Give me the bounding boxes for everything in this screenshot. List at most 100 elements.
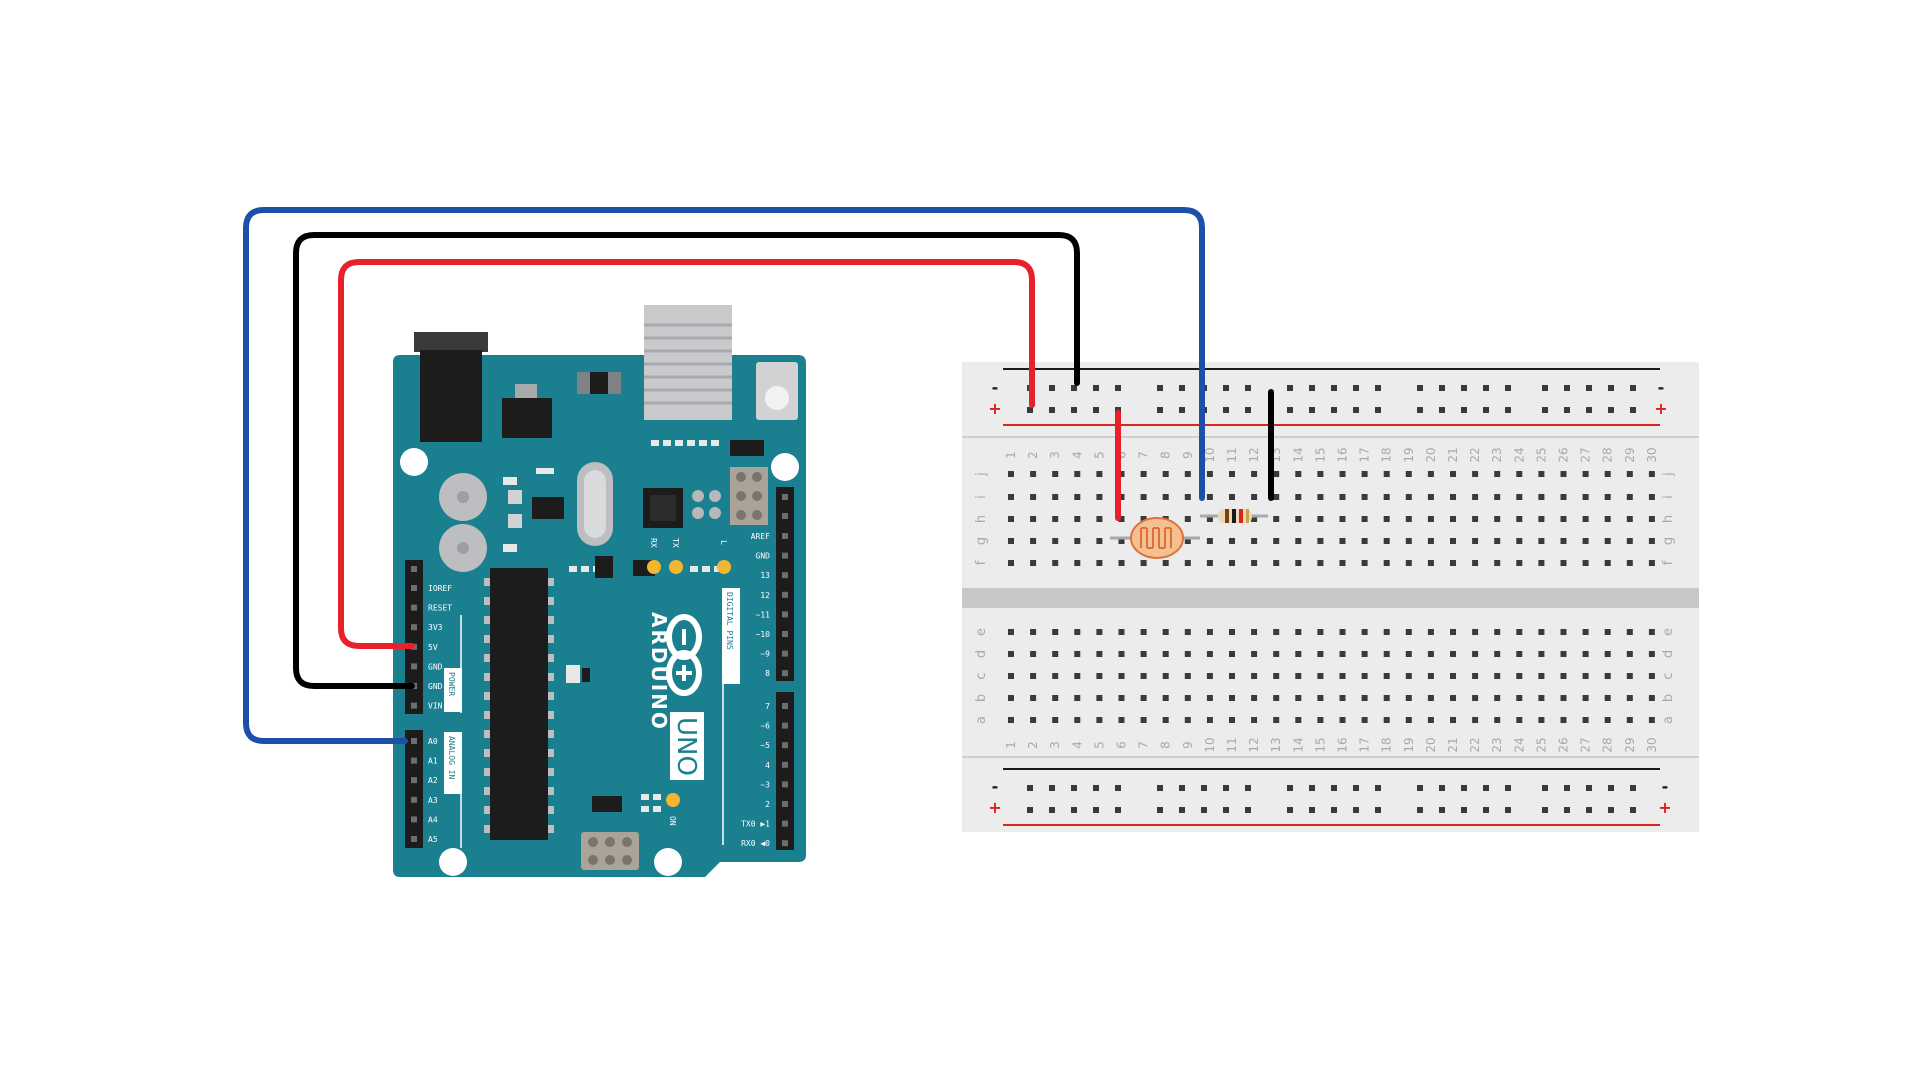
breadboard-hole (1405, 717, 1412, 723)
column-number: 10 (1203, 737, 1217, 752)
breadboard-hole (1604, 560, 1611, 566)
breadboard-hole (1648, 695, 1655, 701)
chip-pin (548, 730, 554, 738)
column-number: 22 (1468, 447, 1482, 462)
rail-hole (1564, 407, 1570, 413)
breadboard-hole (1184, 516, 1191, 522)
breadboard-hole (1251, 560, 1258, 566)
header-pin (782, 552, 788, 559)
breadboard-hole (1317, 629, 1324, 635)
digital-section-label: DIGITAL PINS (725, 592, 734, 650)
breadboard-hole (1206, 516, 1213, 522)
digital-label-box (722, 588, 740, 684)
column-number: 7 (1137, 451, 1151, 459)
rail-hole (1608, 785, 1614, 791)
rail-hole (1353, 785, 1359, 791)
rail-hole (1461, 407, 1467, 413)
rail-hole (1157, 807, 1163, 813)
breadboard-hole (1317, 717, 1324, 723)
pin-label: RX0 ◀0 (741, 839, 770, 848)
chip-pin (548, 749, 554, 757)
breadboard-hole (1494, 471, 1501, 477)
breadboard-hole (1560, 629, 1567, 635)
on-led-label: ON (668, 816, 677, 826)
rail-hole (1331, 785, 1337, 791)
column-number: 14 (1291, 737, 1305, 752)
breadboard-hole (1648, 494, 1655, 500)
pin-label: IOREF (428, 584, 452, 593)
rail-hole (1417, 385, 1423, 391)
breadboard-hole (1273, 651, 1280, 657)
breadboard-hole (1295, 516, 1302, 522)
rail-hole (1071, 407, 1077, 413)
breadboard-hole (1604, 717, 1611, 723)
header-pin (782, 572, 788, 579)
header-pin (782, 703, 788, 709)
breadboard-hole (1604, 516, 1611, 522)
rail-hole (1353, 385, 1359, 391)
column-number: 23 (1490, 737, 1504, 752)
breadboard-hole (1206, 560, 1213, 566)
pin-label: A0 (428, 737, 438, 746)
photoresistor-body (1130, 517, 1184, 559)
row-letter: d (974, 650, 989, 658)
breadboard-hole (1030, 673, 1037, 679)
breadboard-hole (1295, 494, 1302, 500)
chip-pin (484, 825, 490, 833)
rail-hole (1586, 385, 1592, 391)
breadboard-hole (1008, 717, 1014, 723)
breadboard-hole (1052, 651, 1059, 657)
breadboard-hole (1052, 695, 1059, 701)
breadboard-hole (1074, 629, 1081, 635)
mounting-hole (400, 448, 428, 476)
rail-minus-label: - (992, 378, 999, 397)
breadboard-hole (1516, 717, 1523, 723)
column-number: 4 (1070, 451, 1084, 459)
breadboard-hole (1626, 538, 1633, 544)
breadboard-hole (1251, 516, 1258, 522)
breadboard-hole (1648, 673, 1655, 679)
column-number: 8 (1159, 451, 1173, 459)
column-number: 12 (1247, 447, 1261, 462)
breadboard-hole (1052, 717, 1059, 723)
breadboard-hole (1472, 673, 1479, 679)
breadboard-hole (1405, 695, 1412, 701)
pin-label: 3V3 (428, 623, 443, 632)
rail-hole (1027, 807, 1033, 813)
breadboard-hole (1118, 673, 1125, 679)
breadboard-hole (1494, 560, 1501, 566)
breadboard-hole (1538, 717, 1545, 723)
rail-hole (1223, 385, 1229, 391)
breadboard-hole (1184, 629, 1191, 635)
header-pin (411, 585, 417, 591)
breadboard-hole (1229, 717, 1235, 723)
breadboard-hole (1052, 560, 1059, 566)
row-letter: a (974, 716, 989, 724)
breadboard-hole (1184, 717, 1191, 723)
rail-hole (1245, 785, 1251, 791)
column-number: 11 (1225, 737, 1239, 752)
barrel-jack (420, 350, 482, 442)
breadboard-hole (1229, 673, 1235, 679)
breadboard-hole (1251, 494, 1258, 500)
breadboard-hole (1184, 471, 1191, 477)
column-number: 13 (1269, 737, 1283, 752)
breadboard-hole (1251, 538, 1258, 544)
breadboard-hole (1648, 717, 1655, 723)
breadboard-hole (1162, 651, 1169, 657)
breadboard-hole (1074, 695, 1081, 701)
breadboard-hole (1450, 560, 1456, 566)
column-number: 18 (1380, 737, 1394, 752)
breadboard-hole (1626, 695, 1633, 701)
breadboard-hole (1096, 695, 1103, 701)
rail-hole (1309, 785, 1315, 791)
column-number: 9 (1181, 451, 1195, 459)
breadboard-hole (1604, 651, 1611, 657)
breadboard-hole (1494, 717, 1501, 723)
rail-hole (1353, 407, 1359, 413)
breadboard-hole (1339, 651, 1346, 657)
column-number: 5 (1092, 451, 1106, 459)
breadboard-hole (1494, 516, 1501, 522)
breadboard-hole (1074, 538, 1081, 544)
column-number: 17 (1358, 447, 1372, 462)
